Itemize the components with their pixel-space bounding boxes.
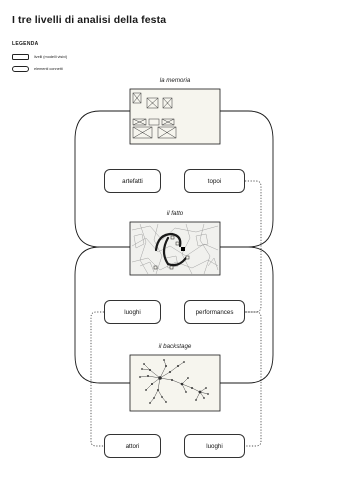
connector-memoria-fatto-right [220, 110, 274, 248]
connector-fatto-backstage-left [74, 246, 130, 384]
dotted-luoghi-attori [90, 311, 104, 447]
node-artefatti[interactable]: artefatti [104, 169, 161, 193]
legend-title: LEGENDA [12, 41, 39, 47]
network-nodes [139, 359, 209, 404]
level-label-fatto: il fatto [166, 210, 184, 217]
node-attori[interactable]: attori [104, 434, 161, 458]
node-luoghi[interactable]: luoghi [104, 300, 161, 324]
node-performances[interactable]: performances [184, 300, 245, 324]
node-topoi[interactable]: topoi [184, 169, 245, 193]
route-path [154, 232, 188, 267]
connector-fatto-backstage-right [220, 246, 274, 384]
dotted-topoi-performances [245, 180, 262, 313]
connector-memoria-fatto-left [74, 110, 130, 248]
legend-item-levels: livelli (modelli visivi) [12, 53, 67, 61]
solid-connectors [74, 110, 274, 384]
dotted-connectors [90, 180, 262, 447]
panel-backstage [129, 354, 221, 412]
level-label-memoria: la memoria [159, 77, 191, 84]
map-highlight-square [181, 247, 185, 251]
memoria-crossed-boxes [132, 92, 177, 139]
panel-fatto [129, 221, 221, 276]
map-markers [153, 235, 190, 270]
dotted-performances-luoghi [245, 311, 262, 447]
level-label-backstage: il backstage [158, 343, 192, 350]
legend-pill-swatch [12, 66, 29, 72]
legend-item-connected: elementi connetti [12, 65, 63, 73]
page-title: I tre livelli di analisi della festa [12, 14, 167, 26]
legend-item-label: livelli (modelli visivi) [34, 55, 68, 59]
legend-item-label: elementi connetti [34, 67, 63, 71]
node-luoghi-backstage[interactable]: luoghi [184, 434, 245, 458]
panel-memoria [129, 88, 221, 145]
legend-rect-swatch [12, 54, 29, 60]
